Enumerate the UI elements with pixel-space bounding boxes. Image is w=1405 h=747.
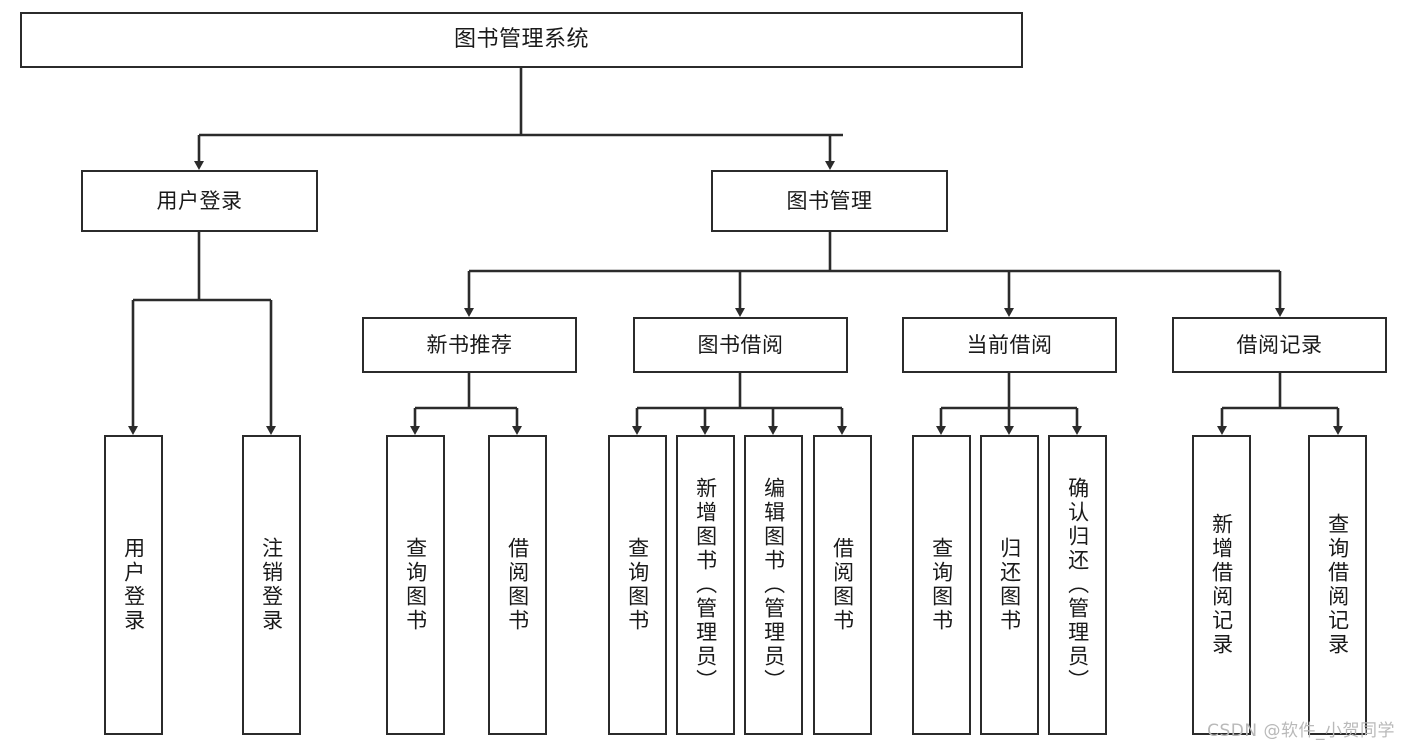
leaf-user-login-logout[interactable]: 注销登录 xyxy=(242,435,301,735)
leaf-current-return-book[interactable]: 归还图书 xyxy=(980,435,1039,735)
leaf-new-book-query[interactable]: 查询图书 xyxy=(386,435,445,735)
leaf-current-confirm-return-admin[interactable]: 确认归还（管理员） xyxy=(1048,435,1107,735)
leaf-record-query-record[interactable]: 查询借阅记录 xyxy=(1308,435,1367,735)
leaf-current-query-book[interactable]: 查询图书 xyxy=(912,435,971,735)
node-label: 确认归还（管理员） xyxy=(1065,477,1090,693)
leaf-borrow-edit-book-admin[interactable]: 编辑图书（管理员） xyxy=(744,435,803,735)
node-label: 新书推荐 xyxy=(426,332,513,357)
node-book-borrow[interactable]: 图书借阅 xyxy=(633,317,848,373)
node-new-book-recommend[interactable]: 新书推荐 xyxy=(362,317,577,373)
leaf-record-add-record[interactable]: 新增借阅记录 xyxy=(1192,435,1251,735)
node-label: 图书管理系统 xyxy=(453,27,589,53)
node-label: 用户登录 xyxy=(156,188,243,213)
node-label: 借阅图书 xyxy=(505,537,530,633)
node-label: 编辑图书（管理员） xyxy=(761,477,786,693)
leaf-borrow-add-book-admin[interactable]: 新增图书（管理员） xyxy=(676,435,735,735)
node-label: 查询借阅记录 xyxy=(1325,513,1350,657)
leaf-user-login-login[interactable]: 用户登录 xyxy=(104,435,163,735)
node-label: 新增借阅记录 xyxy=(1209,513,1234,657)
node-label: 借阅记录 xyxy=(1236,332,1323,357)
node-label: 图书借阅 xyxy=(697,332,784,357)
leaf-borrow-query-book[interactable]: 查询图书 xyxy=(608,435,667,735)
node-label: 当前借阅 xyxy=(966,332,1053,357)
node-label: 图书管理 xyxy=(786,188,873,213)
node-label: 查询图书 xyxy=(929,537,954,633)
node-label: 用户登录 xyxy=(121,537,146,633)
node-user-login[interactable]: 用户登录 xyxy=(81,170,318,232)
node-current-borrow[interactable]: 当前借阅 xyxy=(902,317,1117,373)
leaf-borrow-borrow-book[interactable]: 借阅图书 xyxy=(813,435,872,735)
node-label: 查询图书 xyxy=(625,537,650,633)
node-label: 注销登录 xyxy=(259,537,284,633)
node-label: 新增图书（管理员） xyxy=(693,477,718,693)
node-root-system[interactable]: 图书管理系统 xyxy=(20,12,1023,68)
node-label: 归还图书 xyxy=(997,537,1022,633)
csdn-watermark: CSDN @软件_小贺同学 xyxy=(1207,721,1395,741)
node-label: 查询图书 xyxy=(403,537,428,633)
node-book-management[interactable]: 图书管理 xyxy=(711,170,948,232)
node-borrow-record[interactable]: 借阅记录 xyxy=(1172,317,1387,373)
node-label: 借阅图书 xyxy=(830,537,855,633)
leaf-new-book-borrow[interactable]: 借阅图书 xyxy=(488,435,547,735)
